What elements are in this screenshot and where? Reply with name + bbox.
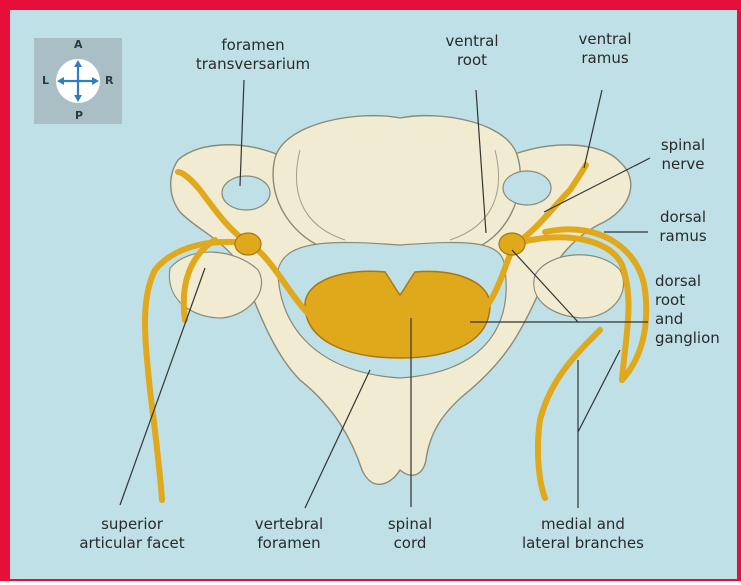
compass-west-label: L	[42, 74, 49, 87]
label-spinal-nerve: spinal nerve	[648, 136, 718, 174]
label-dorsal-ramus: dorsal ramus	[648, 208, 718, 246]
label-ventral-root: ventral root	[432, 32, 512, 70]
label-vertebral-foramen: vertebral foramen	[234, 515, 344, 553]
left-ganglion	[235, 233, 261, 255]
compass-east-label: R	[105, 74, 113, 87]
label-foramen-transversarium: foramen transversarium	[188, 36, 318, 74]
left-foramen-transversarium	[222, 176, 270, 210]
label-medial-lateral-branches: medial and lateral branches	[508, 515, 658, 553]
label-dorsal-root-ganglion: dorsal root and ganglion	[655, 272, 735, 348]
right-ganglion	[499, 233, 525, 255]
compass-south-label: P	[75, 109, 83, 122]
right-foramen-transversarium	[503, 171, 551, 205]
label-spinal-cord: spinal cord	[370, 515, 450, 553]
label-superior-articular-facet: superior articular facet	[62, 515, 202, 553]
compass-north-label: A	[74, 38, 83, 51]
label-ventral-ramus: ventral ramus	[565, 30, 645, 68]
